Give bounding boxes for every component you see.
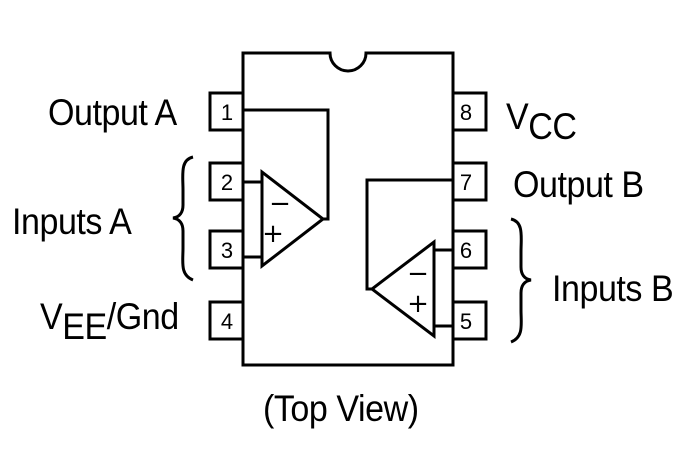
label-vcc: VCC [506,96,577,145]
caption-top-view: (Top View) [263,388,419,429]
vee-subscript: EE [62,306,107,347]
pin-number: 6 [460,238,472,263]
opamp-a-plus: + [262,219,284,249]
pin-2: 2 [208,161,245,202]
vee-suffix: /Gnd [106,296,179,337]
pin-1: 1 [208,91,245,132]
ic-body [241,51,455,367]
opamp-b [365,178,453,340]
pin-number: 4 [221,309,233,334]
pin-5: 5 [451,300,488,341]
opamp-b-minus: − [407,259,429,289]
label-inputs-a: Inputs A [12,201,132,242]
pin-number: 3 [221,238,233,263]
label-output-a: Output A [48,92,177,133]
label-output-b: Output B [513,164,644,205]
opamp-b-plus: + [407,289,429,319]
opamp-a-feedback-wire [243,108,330,221]
vcc-subscript: CC [528,106,577,147]
label-vee-gnd: VEE/Gnd [40,296,179,345]
inputs-b-brace [510,217,532,344]
opamp-a [243,108,330,270]
vcc-main: V [506,96,529,137]
pin-8: 8 [451,91,488,132]
inputs-a-brace [172,155,194,282]
pin-4: 4 [208,300,245,341]
pin-3: 3 [208,229,245,270]
pin-number: 5 [460,309,472,334]
opamp-b-triangle [369,238,436,340]
opamp-b-feedback-wire [365,178,453,291]
opamp-a-minus: − [269,189,291,219]
pin-7: 7 [451,161,488,202]
vee-main: V [40,296,63,337]
label-inputs-b: Inputs B [552,268,674,309]
pin-6: 6 [451,229,488,270]
pin-number: 1 [221,100,233,125]
pin-number: 2 [221,170,233,195]
opamp-a-triangle [260,168,326,270]
pin-number: 7 [460,170,472,195]
pin-number: 8 [460,100,472,125]
